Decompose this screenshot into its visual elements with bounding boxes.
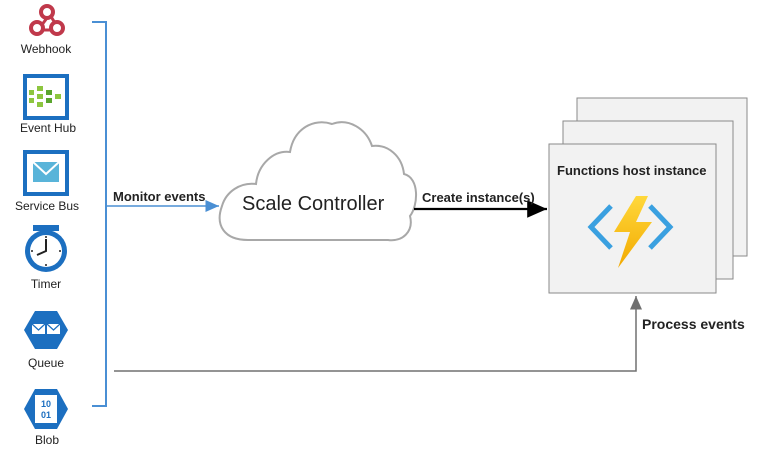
service-bus-icon: [23, 150, 69, 196]
queue-icon: [24, 311, 68, 349]
blob-icon: 10 01: [24, 389, 68, 429]
create-instances-label: Create instance(s): [422, 190, 535, 205]
trigger-label-timer: Timer: [30, 277, 62, 291]
trigger-label-service-bus: Service Bus: [14, 199, 80, 213]
trigger-label-queue: Queue: [27, 356, 65, 370]
svg-text:10: 10: [41, 399, 51, 409]
scale-controller-cloud: [218, 121, 417, 242]
trigger-bracket: [92, 21, 107, 407]
trigger-label-blob: Blob: [34, 433, 60, 447]
process-events-label: Process events: [642, 316, 745, 332]
svg-text:01: 01: [41, 410, 51, 420]
webhook-icon: [29, 4, 65, 36]
trigger-label-webhook: Webhook: [20, 42, 72, 56]
host-instance-title: Functions host instance: [557, 163, 707, 178]
process-arrow: [114, 296, 642, 372]
monitor-events-label: Monitor events: [113, 189, 206, 204]
scale-controller-label: Scale Controller: [242, 193, 385, 215]
trigger-label-event-hub: Event Hub: [19, 121, 77, 135]
timer-icon: [25, 225, 67, 272]
azure-functions-icon: [587, 196, 674, 268]
event-hub-icon: [23, 74, 69, 120]
